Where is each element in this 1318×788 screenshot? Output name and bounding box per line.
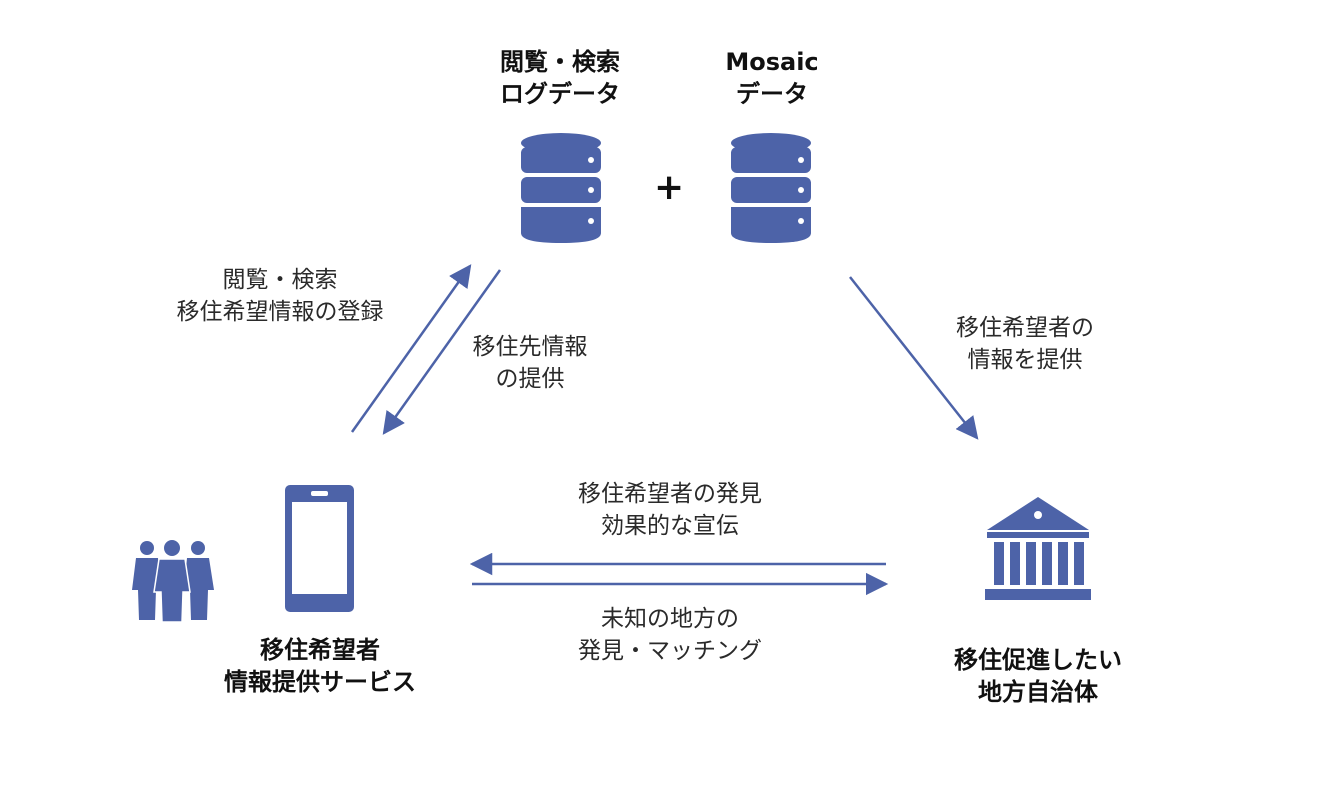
destination-edge-line2: の提供	[495, 366, 565, 392]
matching-edge-label: 未知の地方の 発見・マッチング	[535, 603, 805, 667]
promotion-edge-line1: 移住希望者の発見	[578, 481, 762, 507]
register-edge-line2: 移住希望情報の登録	[176, 299, 384, 325]
plus-sign: +	[654, 167, 685, 208]
database-icon	[521, 133, 601, 243]
people-icon	[132, 540, 214, 623]
matching-edge-line1: 未知の地方の	[601, 606, 739, 632]
municipality-label: 移住促進したい 地方自治体	[918, 644, 1158, 708]
applicant-edge-line1: 移住希望者の	[956, 315, 1094, 341]
mosaic-data-label-line2: データ	[736, 80, 808, 108]
arrow-db-to-municipality	[849, 276, 979, 440]
promotion-edge-label: 移住希望者の発見 効果的な宣伝	[535, 478, 805, 542]
applicant-edge-label: 移住希望者の 情報を提供	[920, 312, 1130, 376]
matching-edge-line2: 発見・マッチング	[578, 638, 762, 664]
register-edge-line1: 閲覧・検索	[222, 267, 338, 293]
service-label-line1: 移住希望者	[260, 636, 380, 664]
log-data-label-line1: 閲覧・検索	[500, 48, 620, 76]
arrow-service-to-db	[350, 264, 472, 433]
government-building-icon	[985, 497, 1091, 600]
mosaic-data-label: Mosaic データ	[682, 46, 862, 110]
service-label-line2: 情報提供サービス	[224, 668, 416, 696]
municipality-label-line2: 地方自治体	[978, 678, 1098, 706]
register-edge-label: 閲覧・検索 移住希望情報の登録	[150, 264, 410, 328]
smartphone-icon	[285, 485, 354, 612]
applicant-edge-line2: 情報を提供	[967, 347, 1083, 373]
database-icon	[731, 133, 811, 243]
arrow-db-to-service	[382, 269, 502, 435]
log-data-label-line2: ログデータ	[500, 80, 620, 108]
municipality-label-line1: 移住促進したい	[954, 646, 1122, 674]
promotion-edge-line2: 効果的な宣伝	[601, 513, 739, 539]
service-label: 移住希望者 情報提供サービス	[190, 634, 450, 698]
destination-edge-label: 移住先情報 の提供	[440, 331, 620, 395]
log-data-label: 閲覧・検索 ログデータ	[470, 46, 650, 110]
destination-edge-line1: 移住先情報	[472, 334, 588, 360]
mosaic-data-label-line1: Mosaic	[725, 48, 819, 76]
